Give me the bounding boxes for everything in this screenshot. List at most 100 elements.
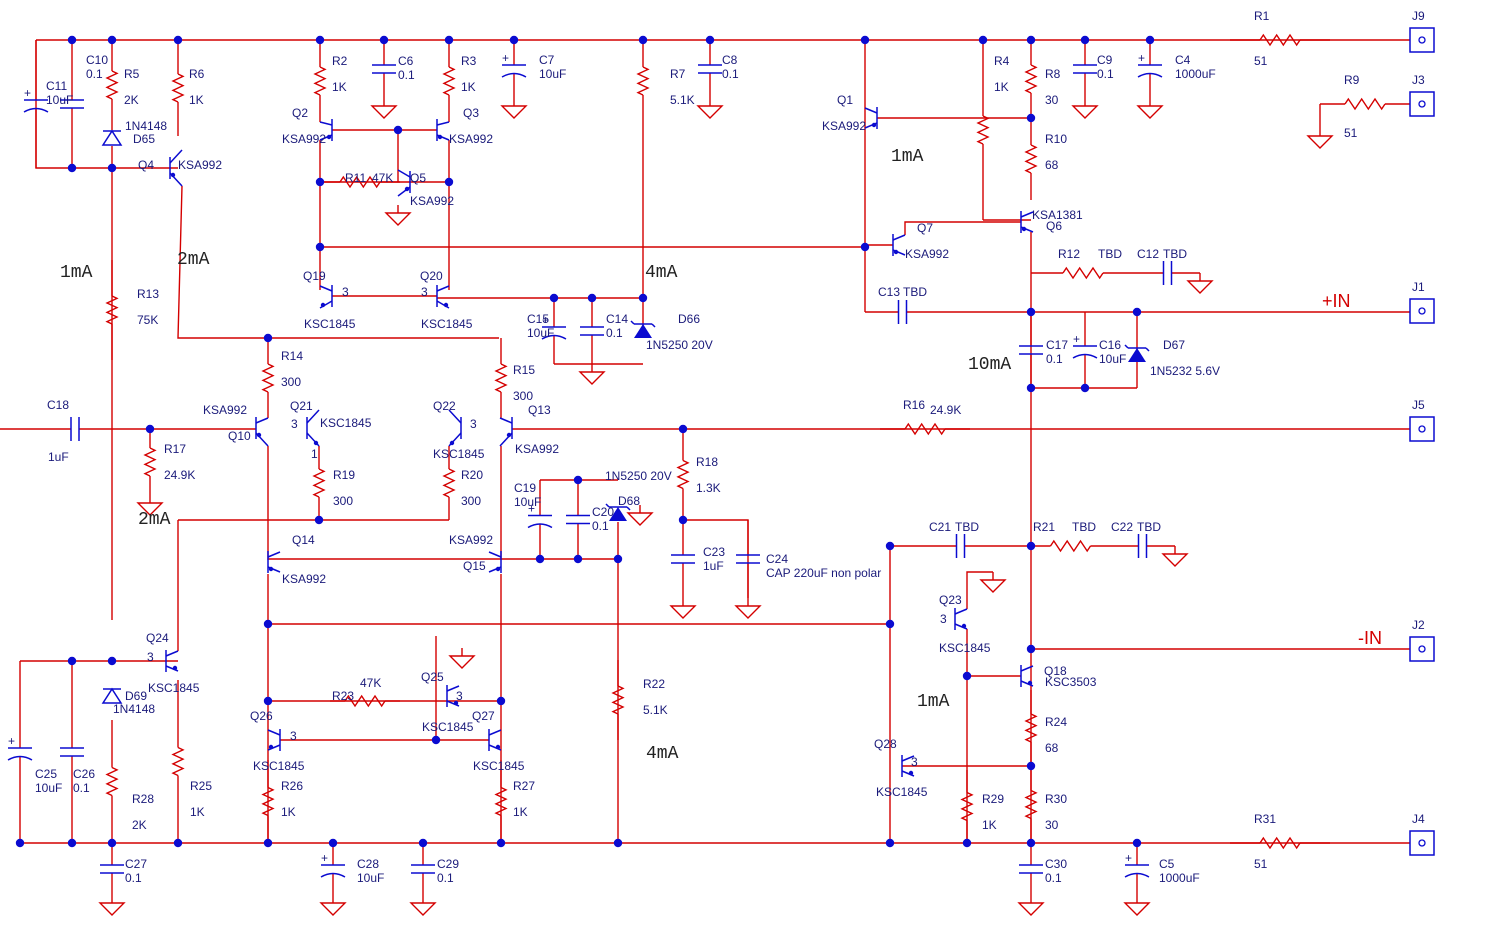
junction-dot <box>1026 35 1036 45</box>
capacitor-ref: C8 <box>722 53 738 67</box>
connector-j3 <box>1409 91 1435 117</box>
resistor-value: 300 <box>461 494 481 508</box>
resistor-ref: R18 <box>696 455 718 469</box>
wire <box>319 182 865 248</box>
capacitor-ref: C17 <box>1046 338 1068 352</box>
resistor-r31 <box>1259 836 1301 850</box>
resistor-value: 51 <box>1254 857 1268 871</box>
diode-d65 <box>101 129 123 146</box>
capacitor-ref: C26 <box>73 767 95 781</box>
junction-dot <box>496 838 506 848</box>
resistor-value: TBD <box>1098 247 1122 261</box>
junction-dot <box>1026 761 1036 771</box>
resistor-value: 30 <box>1045 818 1059 832</box>
transistor-ref: Q6 <box>1046 219 1062 233</box>
junction-dot <box>1026 113 1036 123</box>
diode-ref: D67 <box>1163 338 1185 352</box>
resistor-value: 2K <box>132 818 147 832</box>
resistor-r14 <box>261 363 275 393</box>
junction-dot <box>1145 35 1155 45</box>
transistor-ref: Q19 <box>303 269 326 283</box>
resistor-value: 300 <box>333 494 353 508</box>
junction-dot <box>263 838 273 848</box>
resistor-ref: R5 <box>124 67 140 81</box>
capacitor-ref: C29 <box>437 857 459 871</box>
diode-ref: D65 <box>133 132 155 146</box>
junction-dot <box>107 656 117 666</box>
transistor-ref: Q20 <box>420 269 443 283</box>
transistor-part: KSC1845 <box>433 447 485 461</box>
capacitor-value: 10uF <box>514 495 541 509</box>
capacitor-c24 <box>736 554 760 564</box>
transistor-q1 <box>864 107 878 129</box>
resistor-ref: R24 <box>1045 715 1067 729</box>
junction-dot <box>67 656 77 666</box>
transistor-q27 <box>488 729 502 751</box>
junction-dot <box>107 163 117 173</box>
current-annotation: 2mA <box>177 250 210 270</box>
resistor-value: 1K <box>994 80 1009 94</box>
transistor-q2 <box>319 119 333 141</box>
junction-dot <box>173 35 183 45</box>
junction-dot <box>1026 838 1036 848</box>
junction-dot <box>962 671 972 681</box>
capacitor-c10 <box>60 99 84 109</box>
capacitor-c12 <box>1162 261 1173 285</box>
capacitor-c15: + <box>541 313 567 340</box>
transistor-ref: Q21 <box>290 399 313 413</box>
junction-dot <box>885 619 895 629</box>
ground-symbol <box>1161 553 1189 567</box>
ground-symbol <box>979 579 1007 593</box>
capacitor-value: 0.1 <box>437 871 454 885</box>
capacitor-value: TBD <box>1163 247 1187 261</box>
transistor-ref: Q26 <box>250 709 273 723</box>
junction-dot <box>638 293 648 303</box>
connector-label: J1 <box>1412 280 1425 294</box>
junction-dot <box>885 541 895 551</box>
resistor-r25 <box>171 746 185 777</box>
connector-label: J4 <box>1412 812 1425 826</box>
transistor-q28 <box>901 755 915 777</box>
resistor-ref: R6 <box>189 67 205 81</box>
junction-dot <box>613 838 623 848</box>
resistor-r29 <box>960 791 974 822</box>
junction-dot <box>315 242 325 252</box>
junction-dot <box>1080 35 1090 45</box>
resistor-ref: R7 <box>670 67 686 81</box>
junction-dot <box>1026 307 1036 317</box>
pin-label: 3 <box>291 417 298 431</box>
diode-part: 1N4148 <box>113 702 155 716</box>
ground-symbol <box>1123 902 1151 916</box>
resistor-r15 <box>494 363 508 393</box>
resistor-r13 <box>105 295 119 325</box>
junction-dot <box>393 125 403 135</box>
ground-symbol <box>319 902 347 916</box>
capacitor-value: 0.1 <box>1097 67 1114 81</box>
transistor-part: KSA992 <box>282 132 326 146</box>
resistor-ref: R3 <box>461 54 477 68</box>
polarity-plus: + <box>1138 51 1145 65</box>
junction-dot <box>107 838 117 848</box>
capacitor-value: 1000uF <box>1175 67 1216 81</box>
diode-part: 1N5250 20V <box>605 469 672 483</box>
resistor-value: 47K <box>372 171 393 185</box>
resistor-ref: R30 <box>1045 792 1067 806</box>
resistor-ref: R31 <box>1254 812 1276 826</box>
junction-dot <box>67 163 77 173</box>
capacitor-ref: C5 <box>1159 857 1175 871</box>
pin-label: 3 <box>290 729 297 743</box>
transistor-q20 <box>436 285 450 309</box>
resistor-r28 <box>105 766 119 797</box>
junction-dot <box>314 515 324 525</box>
junction-dot <box>1026 644 1036 654</box>
connector-j4 <box>1409 830 1435 856</box>
resistor-ref: R13 <box>137 287 159 301</box>
capacitor-ref: C16 <box>1099 338 1121 352</box>
resistor-r20 <box>442 468 456 498</box>
ground-symbol <box>696 105 724 119</box>
capacitor-c14 <box>580 326 604 336</box>
resistor-value: 68 <box>1045 158 1059 172</box>
transistor-part: KSA992 <box>449 533 493 547</box>
resistor-value: 68 <box>1045 741 1059 755</box>
transistor-part: KSA992 <box>822 119 866 133</box>
